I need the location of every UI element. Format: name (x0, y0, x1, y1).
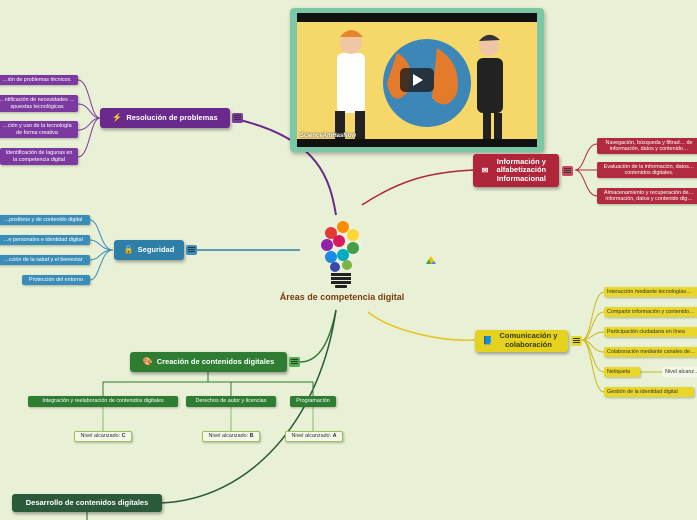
palette-icon: 🎨 (142, 357, 153, 367)
book-icon: 📘 (482, 336, 493, 346)
leaf-resolucion-4[interactable]: Identificación de lagunas en la competen… (0, 148, 78, 165)
branch-label: Resolución de problemas (126, 112, 218, 122)
menu-icon[interactable] (186, 245, 197, 255)
branch-informacion[interactable]: ✉ Información y alfabetización Informaci… (473, 154, 559, 187)
level-creacion-2[interactable]: Nivel alcanzado: B (202, 431, 260, 442)
leaf-informacion-1[interactable]: Navegación, búsqueda y filtrad… de infor… (597, 138, 697, 154)
branch-comunicacion[interactable]: 📘 Comunicación y colaboración (475, 330, 568, 352)
leaf-resolucion-2[interactable]: …ntificación de necesidades …spuestas te… (0, 95, 78, 112)
leaf-seguridad-4[interactable]: Protección del entorno (22, 275, 90, 285)
branch-label: Comunicación y colaboración (499, 331, 558, 349)
branch-desarrollo-contenidos[interactable]: Desarrollo de contenidos digitales (12, 494, 162, 512)
branch-label: Información y alfabetización Informacion… (496, 156, 547, 183)
leaf-comunicacion-3[interactable]: Participación ciudadana en línea (604, 327, 697, 337)
envelope-icon: ✉ (481, 165, 489, 175)
menu-icon[interactable] (289, 357, 300, 367)
menu-icon[interactable] (232, 113, 243, 123)
leaf-informacion-3[interactable]: Almacenamiento y recuperación de… inform… (597, 188, 697, 204)
video-caption: ScienceAmHasNow (300, 133, 357, 139)
leaf-seguridad-3[interactable]: …cción de la salud y el bienestar (0, 255, 90, 265)
leaf-creacion-3[interactable]: Programación (290, 396, 336, 407)
leaf-seguridad-1[interactable]: …positivos y de contenido digital (0, 215, 90, 225)
level-netiqueta[interactable]: Nivel alcanz… (662, 367, 697, 377)
leaf-creacion-2[interactable]: Derechos de autor y licencias (186, 396, 276, 407)
leaf-comunicacion-4[interactable]: Colaboración mediante canales de… (604, 347, 697, 357)
branch-label: Creación de contenidos digitales (156, 356, 275, 366)
leaf-resolucion-3[interactable]: …ción y uso de la tecnología de forma cr… (0, 121, 78, 138)
leaf-creacion-1[interactable]: Integración y reelaboración de contenido… (28, 396, 178, 407)
branch-resolucion-problemas[interactable]: ⚡ Resolución de problemas (100, 108, 230, 128)
leaf-seguridad-2[interactable]: …e personales e identidad digital (0, 235, 90, 245)
lock-icon: 🔒 (123, 245, 134, 255)
level-creacion-1[interactable]: Nivel alcanzado: C (74, 431, 132, 442)
branch-creacion-contenidos[interactable]: 🎨 Creación de contenidos digitales (130, 352, 287, 372)
video-thumbnail: ScienceAmHasNow (297, 13, 537, 147)
leaf-comunicacion-6[interactable]: Gestión de la identidad digital (604, 387, 694, 397)
branch-label: Seguridad (137, 244, 175, 254)
leaf-resolucion-1[interactable]: …ión de problemas técnicos. (0, 75, 78, 85)
level-creacion-3[interactable]: Nivel alcanzado: A (285, 431, 343, 442)
lightbulb-icon (320, 221, 362, 288)
video-embed[interactable]: ScienceAmHasNow (290, 8, 544, 152)
central-topic[interactable]: Áreas de competencia digital (279, 292, 405, 302)
leaf-comunicacion-2[interactable]: Compartir información y contenido… (604, 307, 697, 317)
branch-label: Desarrollo de contenidos digitales (25, 497, 149, 507)
play-button[interactable] (400, 68, 434, 92)
leaf-informacion-2[interactable]: Evaluación de la información, datos… con… (597, 162, 697, 178)
menu-icon[interactable] (562, 166, 573, 176)
leaf-comunicacion-5[interactable]: Netiqueta (604, 367, 640, 377)
menu-icon[interactable] (571, 336, 582, 346)
leaf-comunicacion-1[interactable]: Interacción mediante tecnologías… (604, 287, 697, 297)
lightning-icon: ⚡ (112, 113, 123, 123)
branch-seguridad[interactable]: 🔒 Seguridad (114, 240, 184, 260)
drive-icon[interactable] (426, 256, 436, 265)
